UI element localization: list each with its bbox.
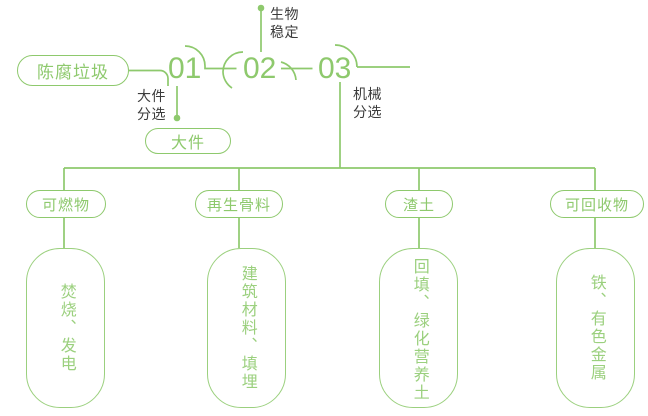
dot-bio-terminal [257, 4, 265, 12]
node-source-waste-label: 陈腐垃圾 [37, 63, 109, 82]
node-outcome-combustible-label: 焚烧、发电 [57, 283, 75, 373]
annotation-step-02-line1: 生物 [270, 6, 299, 22]
node-outcome-recyclables[interactable]: 铁、有色金属 [556, 248, 635, 408]
node-category-recyclables[interactable]: 可回收物 [550, 190, 644, 218]
connector-01-to-02 [204, 66, 237, 70]
step-number-02[interactable]: 02 [243, 52, 277, 85]
node-outcome-recycled-aggregate-label: 建筑材料、填埋 [238, 265, 256, 391]
node-outcome-residue-soil[interactable]: 回填、绿化营养土 [379, 248, 458, 408]
step-number-03[interactable]: 03 [318, 52, 352, 85]
annotation-step-03: 机械 分选 [353, 86, 382, 121]
annotation-step-02: 生物 稳定 [270, 6, 299, 41]
node-outcome-recyclables-label: 铁、有色金属 [587, 274, 605, 382]
node-side-output-bulky-label: 大件 [170, 135, 205, 152]
annotation-step-03-line1: 机械 [353, 86, 382, 102]
node-outcome-residue-soil-label: 回填、绿化营养土 [410, 258, 428, 402]
annotation-step-01-line2: 分选 [137, 105, 166, 122]
annotation-step-02-line2: 稳定 [270, 23, 299, 40]
node-category-combustible-label: 可燃物 [41, 196, 90, 214]
arc-03-top [334, 44, 358, 68]
node-category-combustible[interactable]: 可燃物 [26, 190, 106, 218]
annotation-step-03-line2: 分选 [353, 103, 382, 120]
dot-bulky-terminal [173, 114, 181, 122]
node-category-recycled-aggregate-label: 再生骨料 [206, 196, 271, 214]
node-category-recyclables-label: 可回收物 [564, 196, 629, 214]
annotation-step-01-line1: 大件 [137, 88, 166, 104]
node-outcome-combustible[interactable]: 焚烧、发电 [26, 248, 105, 408]
node-source-waste[interactable]: 陈腐垃圾 [17, 55, 129, 86]
annotation-step-01: 大件 分选 [137, 88, 166, 123]
arc-02-bottomleft [222, 51, 244, 89]
arc-01-top [184, 45, 206, 67]
step-number-01[interactable]: 01 [168, 52, 202, 85]
node-category-residue-soil-label: 渣土 [402, 196, 435, 214]
arc-02-right [280, 61, 297, 81]
connector-source-to-01 [129, 69, 169, 86]
node-category-residue-soil[interactable]: 渣土 [385, 190, 453, 218]
node-outcome-recycled-aggregate[interactable]: 建筑材料、填埋 [207, 248, 286, 408]
node-category-recycled-aggregate[interactable]: 再生骨料 [195, 190, 283, 218]
node-side-output-bulky[interactable]: 大件 [145, 128, 231, 154]
